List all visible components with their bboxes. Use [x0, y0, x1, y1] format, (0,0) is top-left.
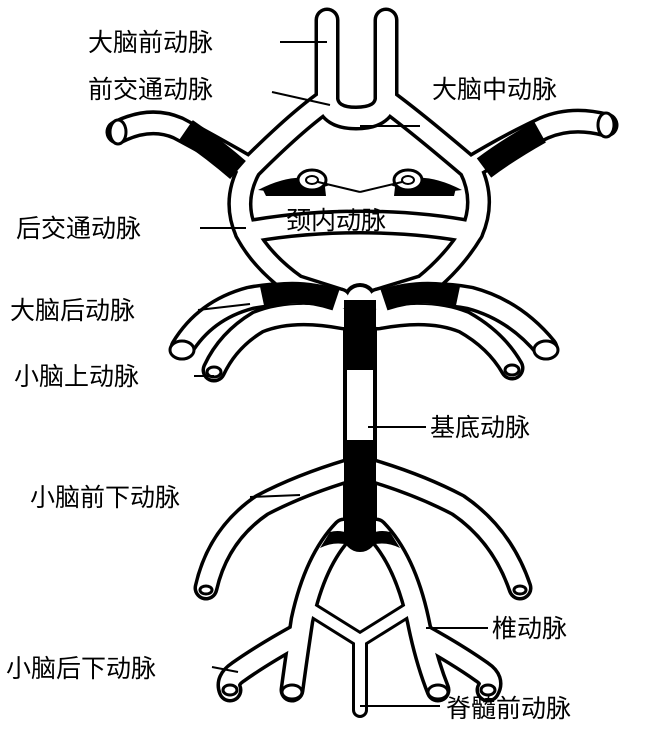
label-basilar-artery: 基底动脉	[430, 413, 531, 442]
label-posterior-cerebral-artery: 大脑后动脉	[10, 296, 136, 325]
label-posterior-inferior-cerebellar-artery: 小脑后下动脉	[6, 654, 157, 683]
label-superior-cerebellar-artery: 小脑上动脉	[14, 362, 140, 391]
leader-lines	[194, 41, 488, 707]
label-internal-carotid-artery: 颈内动脉	[286, 206, 387, 235]
artery-bands	[179, 120, 546, 550]
label-anterior-communicating-artery: 前交通动脉	[88, 75, 214, 104]
ica-openings	[296, 168, 424, 192]
label-vertebral-artery: 椎动脉	[492, 614, 568, 643]
label-posterior-communicating-artery: 后交通动脉	[16, 214, 142, 243]
label-anterior-spinal-artery: 脊髓前动脉	[446, 694, 572, 723]
label-middle-cerebral-artery: 大脑中动脉	[432, 75, 558, 104]
label-anterior-inferior-cerebellar-artery: 小脑前下动脉	[30, 483, 181, 512]
label-anterior-cerebral-artery: 大脑前动脉	[88, 28, 214, 57]
vessel-end-caps	[108, 111, 616, 701]
